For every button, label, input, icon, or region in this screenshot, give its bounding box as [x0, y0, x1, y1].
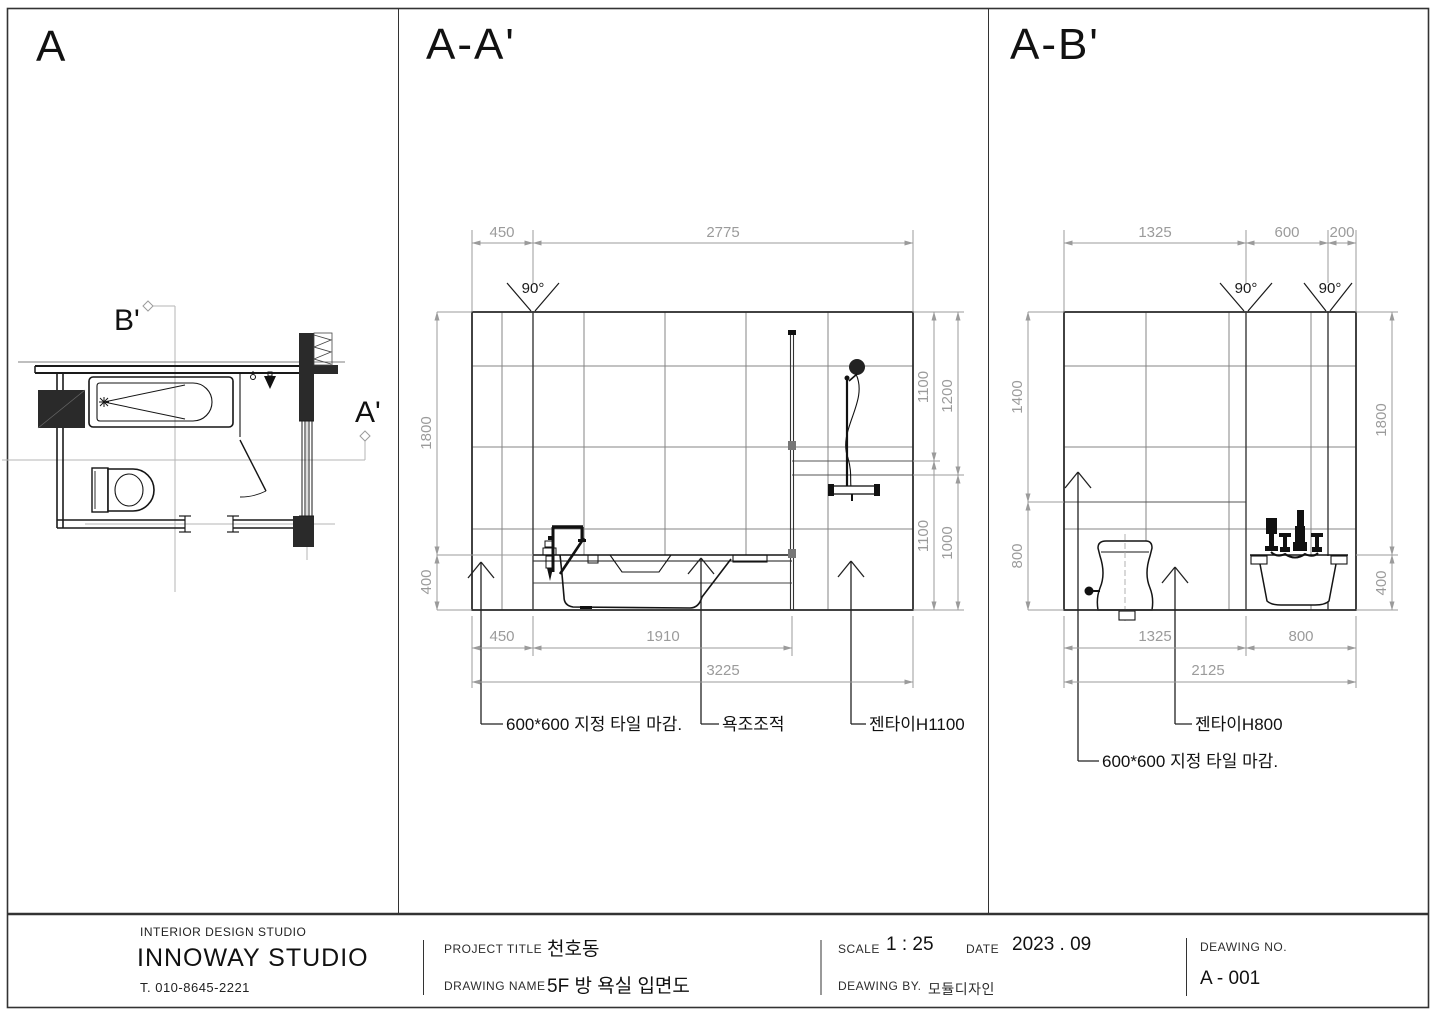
ab-label-tile: 600*600 지정 타일 마감.	[1102, 752, 1278, 771]
aa-label-tub: 욕조조적	[722, 715, 785, 734]
ab-labels: 젠타이H800 600*600 지정 타일 마감.	[1102, 715, 1283, 771]
plan-wall-return	[314, 365, 338, 374]
ab-dim-200: 200	[1329, 224, 1354, 241]
drawn-by-value: 모듈디자인	[928, 981, 995, 997]
aa-dim-1000: 1000	[939, 526, 956, 559]
aa-dim-450-bottom: 450	[489, 628, 514, 645]
shower-head	[849, 359, 865, 375]
aa-dim-1100-top: 1100	[915, 371, 932, 403]
sheet-frame	[6, 7, 1430, 1009]
plan-walls	[18, 361, 345, 533]
glass-partition	[788, 330, 796, 610]
plan-faucet-icon	[250, 371, 276, 389]
section-markers: B' A'	[114, 300, 381, 442]
ab-dim-2125: 2125	[1191, 662, 1224, 679]
ab-dim-400: 400	[1373, 570, 1390, 595]
ab-dim-1325-bottom: 1325	[1138, 628, 1171, 645]
ab-angle-symbols: 90° 90°	[1219, 280, 1353, 312]
panel-title-ab: A-B'	[1010, 20, 1100, 69]
bathtub-elevation	[533, 554, 792, 609]
section-marker-b-diamond	[142, 300, 154, 312]
aa-dim-1800: 1800	[418, 416, 435, 449]
panel-title-aa: A-A'	[426, 20, 516, 69]
section-marker-b-label: B'	[114, 304, 140, 337]
aa-dimensions	[434, 230, 964, 688]
aa-dim-1910: 1910	[646, 628, 679, 645]
aa-labels: 600*600 지정 타일 마감. 욕조조적 젠타이H1100	[506, 715, 965, 734]
ab-dim-1800: 1800	[1373, 403, 1390, 436]
aa-dim-1200: 1200	[939, 379, 956, 412]
ab-dimensions	[1025, 230, 1398, 688]
aa-leader-arrows	[467, 557, 866, 725]
toilet-elevation	[1084, 534, 1154, 622]
ab-label-jendai: 젠타이H800	[1195, 715, 1283, 734]
project-title-label: PROJECT TITLE	[444, 942, 543, 956]
ab-angle-label-2: 90°	[1319, 280, 1342, 297]
bathtub-mask	[533, 555, 792, 610]
drawing-name-label: DRAWING NAME	[444, 979, 546, 993]
scale-label: SCALE	[838, 942, 880, 956]
aa-ledge-lines	[792, 460, 913, 476]
studio-tagline: INTERIOR DESIGN STUDIO	[140, 925, 307, 939]
studio-name: INNOWAY STUDIO	[137, 944, 369, 972]
aa-dim-3225: 3225	[706, 662, 739, 679]
bathtub-plan	[88, 376, 234, 428]
section-marker-a-diamond	[359, 430, 371, 442]
aa-dim-texts: 450 2775 1800 400 1100 1200 1100 1000 45…	[418, 224, 956, 679]
date-label: DATE	[966, 942, 1000, 956]
aa-dim-450-top: 450	[489, 224, 514, 241]
tub-faucet	[542, 525, 586, 581]
aa-dim-1100-bottom: 1100	[915, 520, 932, 552]
scale-value: 1 : 25	[886, 934, 934, 955]
drawing-no-label: DEAWING NO.	[1200, 940, 1288, 954]
toilet-sprayer	[1084, 586, 1094, 596]
ab-dim-800-left: 800	[1009, 543, 1026, 568]
panel-title-plan: A	[36, 22, 68, 71]
tub-end-view	[1250, 554, 1348, 606]
plan-window	[299, 420, 314, 517]
drawing-no-value: A - 001	[1200, 968, 1261, 989]
aa-angle-symbol: 90°	[506, 280, 560, 312]
toilet-plan	[91, 467, 155, 513]
plan-door	[239, 373, 267, 498]
ab-dim-1325-top: 1325	[1138, 224, 1171, 241]
ab-dim-texts: 1325 600 200 1400 800 1800 400 1325 800 …	[1009, 224, 1390, 679]
date-value: 2023 . 09	[1012, 934, 1092, 955]
aa-dim-400: 400	[418, 569, 435, 594]
aa-angle-label: 90°	[522, 280, 545, 297]
section-marker-a-label: A'	[355, 396, 381, 429]
shower-set	[828, 359, 880, 501]
drawn-by-label: DEAWING BY.	[838, 979, 922, 993]
drawing-name-value: 5F 방 욕실 입면도	[547, 976, 690, 997]
ab-dim-800-bottom: 800	[1288, 628, 1313, 645]
elevation-aa: 600*600 지정 타일 마감. 욕조조적 젠타이H1100 90°	[418, 224, 965, 734]
aa-label-jendai: 젠타이H1100	[869, 715, 965, 734]
studio-phone: T. 010-8645-2221	[140, 980, 250, 995]
aa-label-tile: 600*600 지정 타일 마감.	[506, 715, 682, 734]
tub-rim-faucets	[1265, 510, 1323, 559]
bathtub-drain-star	[99, 397, 109, 407]
plan-wall-corner-block	[293, 516, 314, 547]
ab-wall-outline	[1063, 311, 1357, 611]
plan-wall-fills	[37, 333, 338, 547]
plan-wall-column	[299, 333, 314, 421]
aa-dim-2775: 2775	[706, 224, 739, 241]
plan-view: B' A'	[2, 300, 381, 592]
ab-angle-label-1: 90°	[1235, 280, 1258, 297]
ab-dim-600: 600	[1274, 224, 1299, 241]
project-title-value: 천호동	[547, 939, 600, 960]
shower-mixer	[832, 485, 876, 495]
shower-hose	[845, 373, 860, 488]
ab-dim-1400: 1400	[1009, 380, 1026, 413]
elevation-ab: 젠타이H800 600*600 지정 타일 마감. 90° 90°	[1009, 224, 1398, 771]
insulation-hatch	[312, 332, 333, 366]
